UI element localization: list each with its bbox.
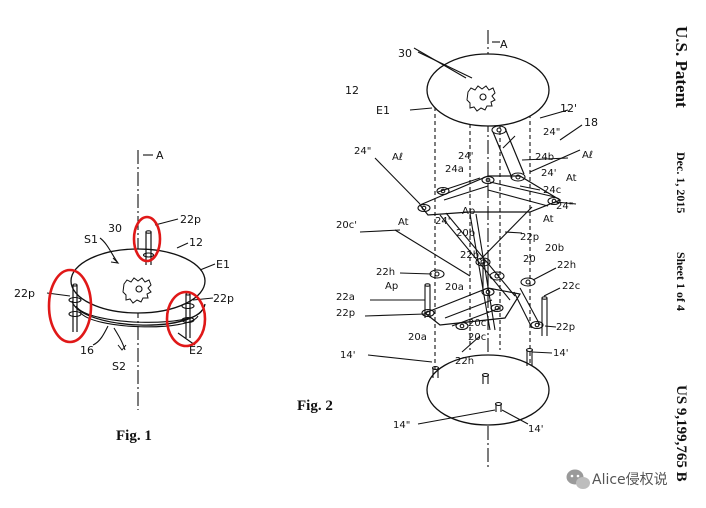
fig2-label-al-b: Aℓ (582, 150, 593, 161)
fig2-label-12: 12 (345, 84, 359, 97)
figure-2-labels: A 30 12 E1 12' 18 24" 24" Aℓ 24' 24b Aℓ … (297, 38, 598, 435)
fig2-bottom-disc (426, 354, 550, 426)
fig2-label-20c-a: 20c (468, 318, 486, 329)
fig2-caption: Fig. 2 (297, 398, 333, 414)
fig2-gear-symbol (466, 85, 496, 112)
fig2-label-24b: 24b (535, 152, 554, 163)
header-patent-number: US 9,199,765 B (673, 385, 689, 482)
fig2-label-24p-b: 24' (541, 168, 556, 179)
fig1-label-16: 16 (80, 344, 94, 357)
fig2-label-14p-b: 14' (553, 348, 568, 359)
fig2-label-al-a: Aℓ (392, 152, 403, 163)
fig2-label-24pp-b: 24" (354, 146, 371, 157)
fig1-highlight-right-pin (165, 290, 207, 348)
fig1-left-pin (68, 283, 82, 332)
fig2-label-20c-b: 20c (468, 332, 486, 343)
fig2-label-24p-a: 24' (458, 151, 473, 162)
header-date: Dec. 1, 2015 (674, 152, 688, 213)
fig1-label-30: 30 (108, 222, 122, 235)
fig1-label-s2: S2 (112, 360, 126, 373)
fig2-label-22h-c: 22h (455, 356, 474, 367)
wechat-icon (566, 469, 590, 489)
fig2-upper-linkage (417, 175, 562, 216)
fig1-highlight-top-pin (132, 215, 162, 263)
fig2-label-22p-c: 22p (556, 322, 575, 333)
fig2-label-12p: 12' (560, 102, 577, 115)
fig2-label-14pp: 14" (393, 420, 410, 431)
figure-2 (359, 30, 583, 470)
figure-1 (46, 150, 216, 410)
fig2-label-20a-a: 20a (445, 282, 464, 293)
fig2-label-e1: E1 (376, 104, 390, 117)
fig2-label-22b: 22b (460, 250, 479, 261)
fig2-label-24p-c: 24' (435, 216, 450, 227)
fig2-top-disc (426, 53, 550, 127)
fig2-middle-hubs (429, 257, 536, 287)
watermark: Alice侵权说 (566, 469, 668, 489)
fig1-caption: Fig. 1 (116, 428, 152, 444)
fig2-label-ap-a: Ap (462, 206, 475, 217)
fig2-label-at-c: At (543, 214, 554, 225)
fig2-label-22a: 22a (336, 292, 355, 303)
fig1-label-22p-right: 22p (213, 292, 234, 305)
fig2-label-24a: 24a (445, 164, 464, 175)
fig1-lower-ring-inner (75, 305, 203, 323)
fig2-label-22p-a: 22p (520, 232, 539, 243)
fig1-label-12: 12 (189, 236, 203, 249)
fig2-label-14p-a: 14' (340, 350, 355, 361)
fig2-label-20b-b: 20b (545, 243, 564, 254)
fig2-label-at-a: At (566, 173, 577, 184)
fig2-label-20cp: 20c' (336, 220, 357, 231)
fig2-label-24pp-a: 24" (543, 127, 560, 138)
fig2-label-22p-b: 22p (336, 308, 355, 319)
fig2-leaders (359, 47, 583, 425)
fig1-lower-ring-band (79, 311, 199, 328)
fig2-label-20a-b: 20a (408, 332, 427, 343)
fig2-upper-link (491, 125, 526, 182)
patent-header: U.S. Patent Dec. 1, 2015 Sheet 1 of 4 US… (672, 26, 691, 482)
fig1-label-22p-top: 22p (180, 213, 201, 226)
fig2-label-22c: 22c (562, 281, 580, 292)
fig2-label-axis: A (500, 38, 508, 51)
fig2-label-14p-c: 14' (528, 424, 543, 435)
fig2-label-ap-b: Ap (385, 281, 398, 292)
fig2-label-24c: 24c (543, 185, 561, 196)
watermark-text: Alice侵权说 (592, 471, 668, 488)
fig2-label-20b-a: 20b (456, 228, 475, 239)
fig2-label-24pp-c: 24" (556, 201, 573, 212)
header-sheet: Sheet 1 of 4 (674, 252, 688, 311)
fig1-label-22p-left: 22p (14, 287, 35, 300)
fig2-pins (424, 262, 548, 336)
fig2-label-18: 18 (584, 116, 598, 129)
fig2-label-22h-b: 22h (557, 260, 576, 271)
fig1-label-axis: A (156, 149, 164, 162)
figure-1-labels: A 30 22p S1 12 E1 22p 22p E2 16 S2 Fig. … (14, 149, 234, 444)
fig2-label-30: 30 (398, 47, 412, 60)
fig1-gear-symbol (122, 277, 152, 304)
fig2-label-20: 20 (523, 254, 536, 265)
fig2-label-22h-a: 22h (376, 267, 395, 278)
fig2-cross-rods (394, 206, 533, 331)
fig2-lower-linkage (421, 287, 544, 331)
fig2-label-at-b: At (398, 217, 409, 228)
fig1-label-s1: S1 (84, 233, 98, 246)
fig1-label-e1: E1 (216, 258, 230, 271)
fig2-bottom-pins (431, 347, 534, 412)
fig1-highlight-left-pin (47, 268, 93, 344)
header-publication: U.S. Patent (672, 26, 691, 108)
fig1-label-e2: E2 (189, 344, 203, 357)
